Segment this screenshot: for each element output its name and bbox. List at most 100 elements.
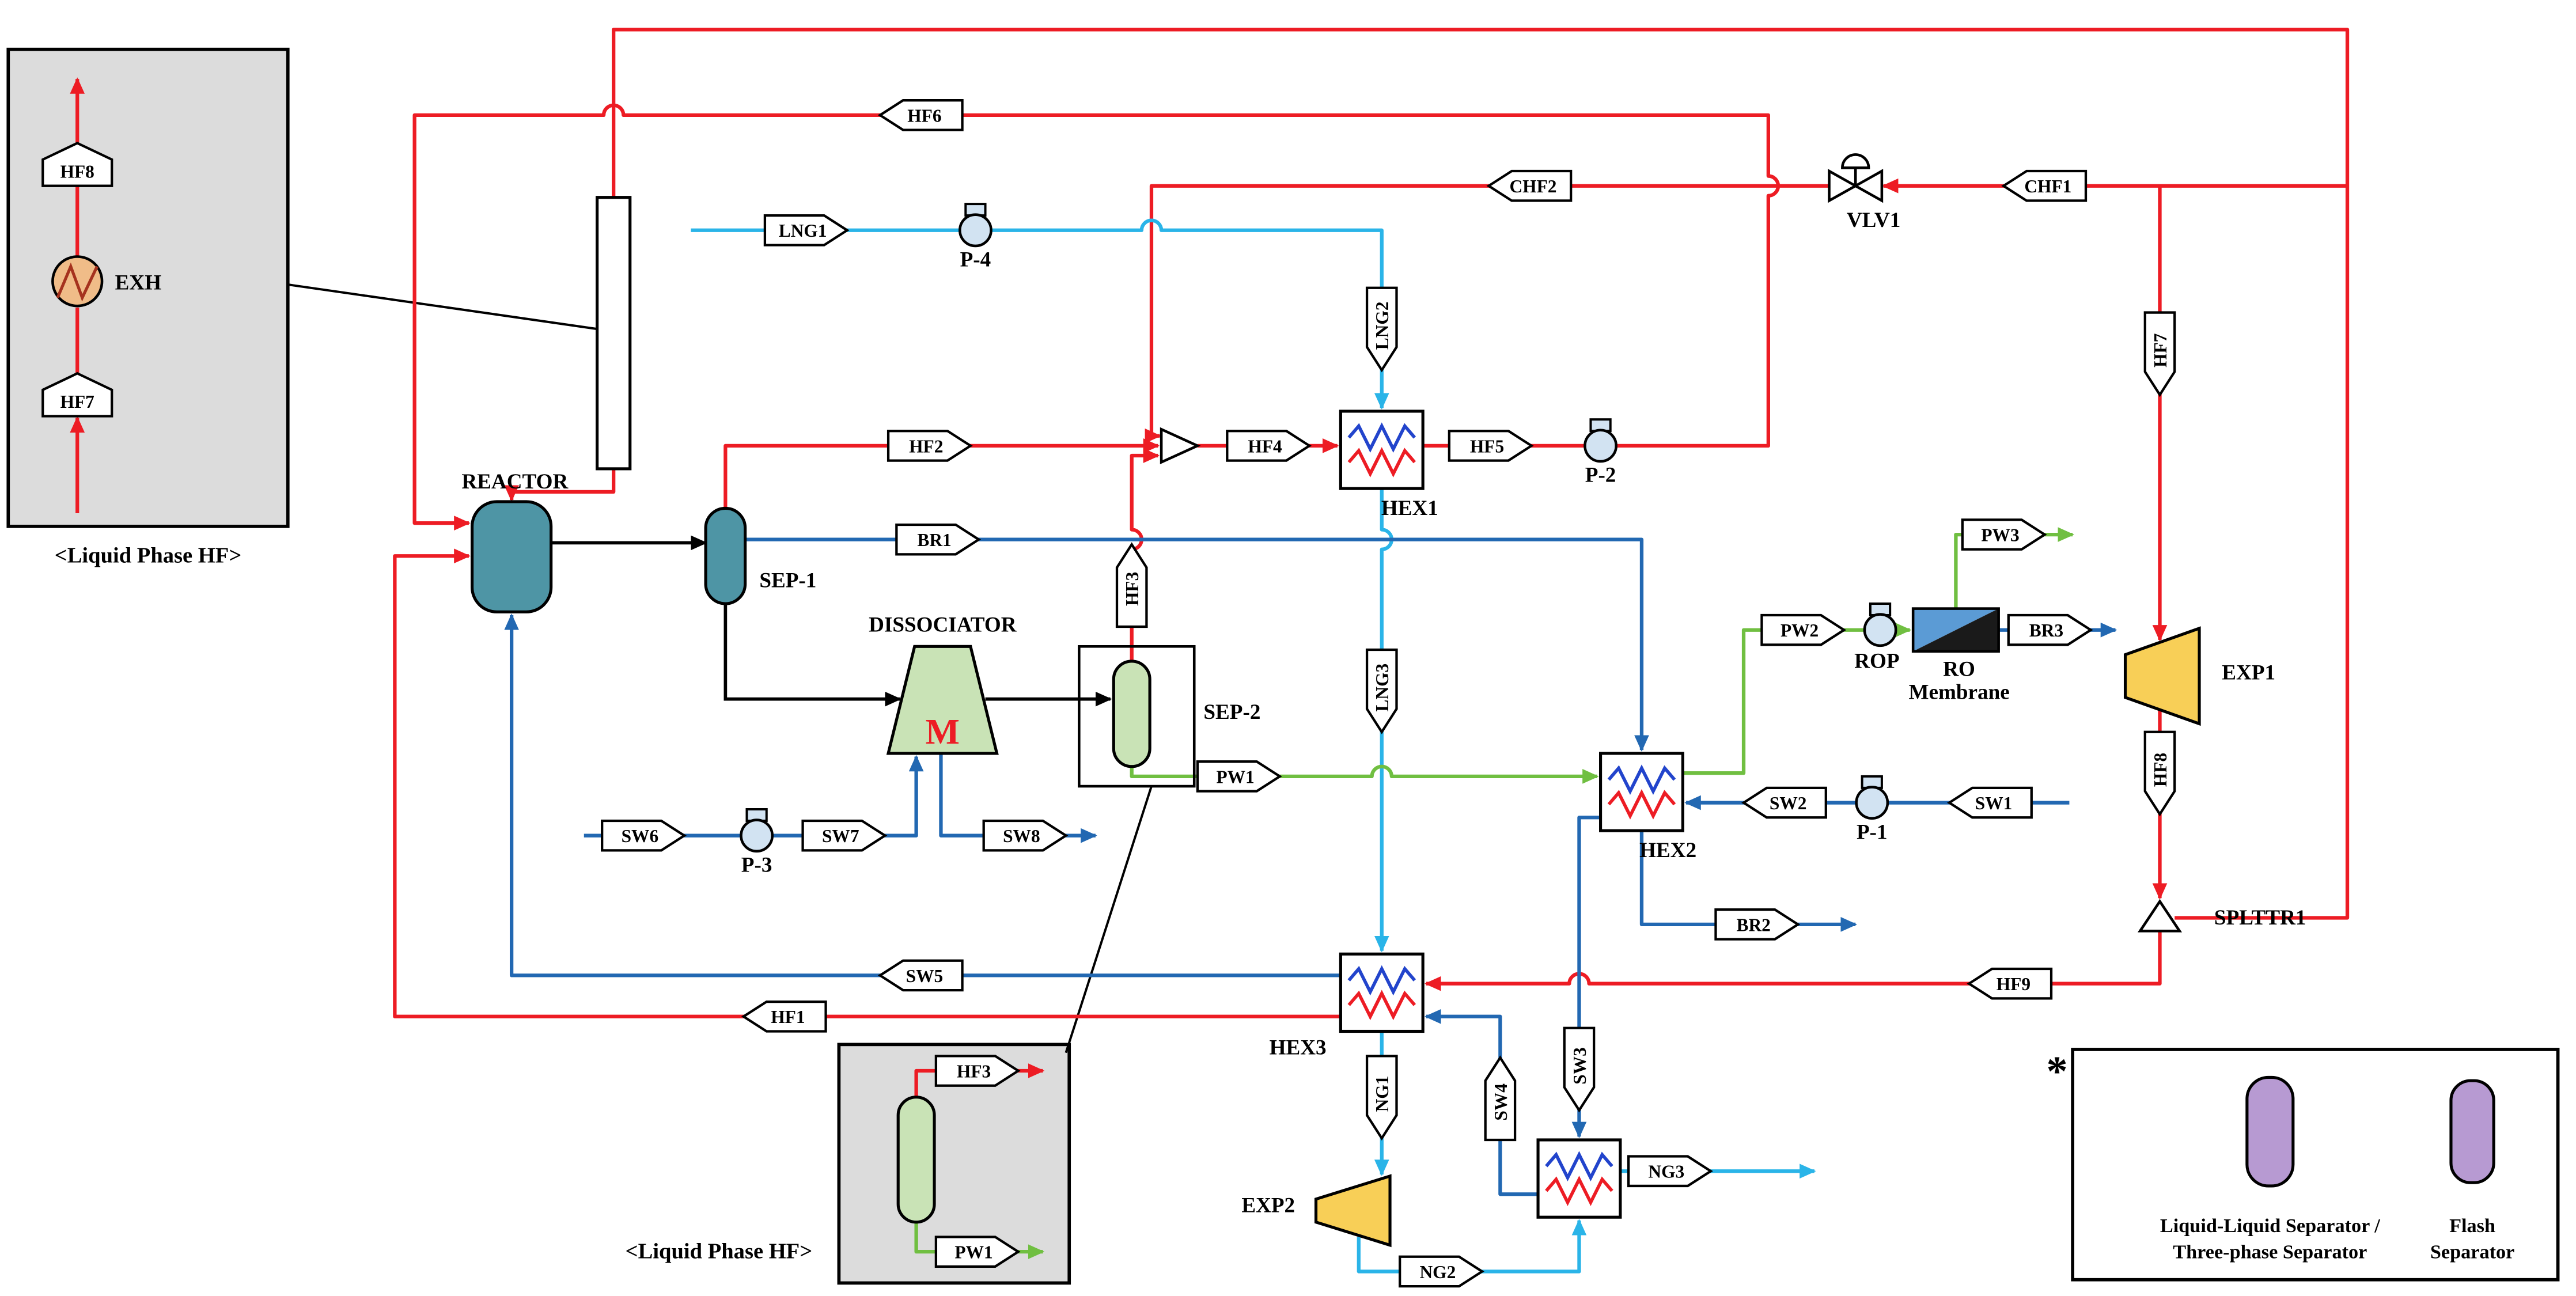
legend-item1-line2: Three-phase Separator	[2173, 1241, 2367, 1263]
reactor-label: REACTOR	[461, 470, 569, 494]
legend-asterisk: *	[2046, 1048, 2067, 1096]
line-hf8-recycle-top	[612, 28, 2350, 920]
vlv1-label: VLV1	[1847, 209, 1901, 232]
splttr1-label: SPLTTR1	[2214, 906, 2306, 930]
stream-tag-hf4: HF4	[1226, 430, 1312, 462]
line-chf2	[1145, 184, 1831, 444]
exp2-label: EXP2	[1241, 1194, 1295, 1218]
exh-label: EXH	[115, 271, 162, 295]
exh-coil-icon	[56, 262, 99, 302]
pump-p2	[1585, 419, 1616, 461]
line-pw1	[1130, 764, 1599, 784]
svg-text:HF7: HF7	[2150, 334, 2170, 367]
line-column-return-to-reactor	[504, 468, 616, 502]
sep1-label: SEP-1	[759, 569, 816, 592]
stream-tag-hf3-inset: HF3	[934, 1055, 1021, 1087]
svg-text:HF6: HF6	[907, 105, 941, 126]
stream-tag-sw6: SW6	[601, 819, 687, 852]
svg-text:PW1: PW1	[1216, 767, 1254, 787]
heat-exchanger-ng-heater	[1538, 1140, 1620, 1217]
line-hf1	[393, 548, 1341, 1018]
p3-label: P-3	[741, 854, 772, 877]
stream-tag-sw8: SW8	[982, 819, 1069, 852]
stream-tag-br3: BR3	[2007, 613, 2093, 646]
svg-text:LNG2: LNG2	[1372, 302, 1392, 350]
stream-tag-pw1-inset: PW1	[934, 1236, 1021, 1268]
svg-text:SW6: SW6	[622, 826, 659, 846]
svg-text:SW7: SW7	[822, 826, 859, 846]
stream-tag-chf1: CHF1	[2001, 169, 2088, 202]
legend-ll-separator-symbol	[2245, 1075, 2295, 1188]
stream-tag-hf7-inset: HF7	[41, 372, 113, 418]
expander-exp2	[1314, 1174, 1392, 1248]
stream-tag-sw7: SW7	[801, 819, 888, 852]
line-hf5-hf6	[412, 103, 1781, 530]
svg-text:CHF2: CHF2	[1509, 176, 1556, 196]
legend-flash-separator-symbol	[2449, 1079, 2495, 1184]
svg-text:NG3: NG3	[1648, 1162, 1684, 1182]
stream-tag-ng1: NG1	[1365, 1055, 1398, 1141]
line-sw6-sw7	[584, 755, 924, 838]
sep2-label: SEP-2	[1203, 700, 1260, 724]
p2-label: P-2	[1585, 464, 1616, 487]
dissociator-label: DISSOCIATOR	[869, 613, 1017, 637]
svg-text:BR1: BR1	[917, 530, 951, 550]
svg-text:HF4: HF4	[1248, 436, 1282, 456]
stream-tag-pw2: PW2	[1760, 613, 1847, 646]
inset-flash-separator-vessel	[896, 1096, 936, 1224]
exp1-label: EXP1	[2222, 661, 2275, 684]
stream-tag-sw5: SW5	[877, 959, 964, 992]
splitter-splttr1	[2137, 899, 2183, 933]
mixer-symbol	[1160, 427, 1201, 464]
svg-text:HF3: HF3	[957, 1061, 991, 1081]
stream-tag-sw1: SW1	[1947, 786, 2033, 819]
stream-tag-hf7: HF7	[2143, 311, 2176, 397]
stream-tag-sw2: SW2	[1741, 786, 1827, 819]
stream-tag-hf8: HF8	[2143, 730, 2176, 817]
svg-text:HF8: HF8	[2150, 753, 2170, 787]
legend-item1-line1: Liquid-Liquid Separator /	[2160, 1215, 2380, 1237]
stream-tag-lng3: LNG3	[1365, 648, 1398, 734]
hex3-label: HEX3	[1270, 1036, 1327, 1059]
svg-text:SW1: SW1	[1975, 793, 2013, 813]
svg-text:NG1: NG1	[1372, 1076, 1392, 1112]
svg-text:LNG3: LNG3	[1372, 664, 1392, 712]
stream-tag-hf1: HF1	[741, 1000, 827, 1033]
svg-text:PW2: PW2	[1781, 620, 1819, 641]
pump-rop	[1865, 604, 1896, 646]
svg-text:HF7: HF7	[60, 392, 94, 412]
stream-tag-hf3: HF3	[1115, 542, 1148, 628]
stream-tag-br2: BR2	[1714, 908, 1801, 941]
svg-text:PW3: PW3	[1981, 525, 2019, 545]
legend-item2-line1: Flash	[2449, 1215, 2495, 1237]
stream-tag-hf8-inset: HF8	[41, 142, 113, 187]
p4-label: P-4	[960, 248, 991, 272]
pump-p3	[741, 809, 772, 851]
stream-tag-lng1: LNG1	[763, 214, 850, 247]
legend-item2-line2: Separator	[2430, 1241, 2514, 1263]
p1-label: P-1	[1857, 820, 1888, 844]
svg-text:SW4: SW4	[1491, 1083, 1511, 1121]
ro-membrane-label-line2: Membrane	[1909, 681, 2010, 704]
line-sep1-to-dissociator	[723, 604, 901, 707]
line-lng1-lng2	[691, 218, 1389, 410]
svg-text:SW8: SW8	[1003, 826, 1040, 846]
svg-text:SW2: SW2	[1770, 793, 1807, 813]
pump-p4	[960, 204, 991, 246]
callout-line-sep2-inset	[1065, 786, 1153, 1054]
svg-text:HF9: HF9	[1997, 974, 2031, 994]
hex1-label: HEX1	[1381, 497, 1438, 520]
line-sw4	[1425, 1009, 1539, 1196]
stream-tag-sw3: SW3	[1563, 1026, 1596, 1113]
heat-exchanger-hex2	[1601, 753, 1683, 831]
svg-text:HF1: HF1	[771, 1007, 805, 1027]
sep1-vessel	[704, 506, 747, 605]
reactor-vessel	[471, 500, 553, 613]
line-sw5	[504, 613, 1341, 977]
dissociator-vessel	[886, 645, 999, 755]
stream-tag-pw1: PW1	[1196, 760, 1282, 793]
ro-membrane-label-line1: RO	[1943, 658, 1975, 681]
svg-text:SW5: SW5	[906, 966, 944, 986]
valve-vlv1	[1828, 153, 1884, 203]
stream-tag-chf2: CHF2	[1486, 169, 1573, 202]
